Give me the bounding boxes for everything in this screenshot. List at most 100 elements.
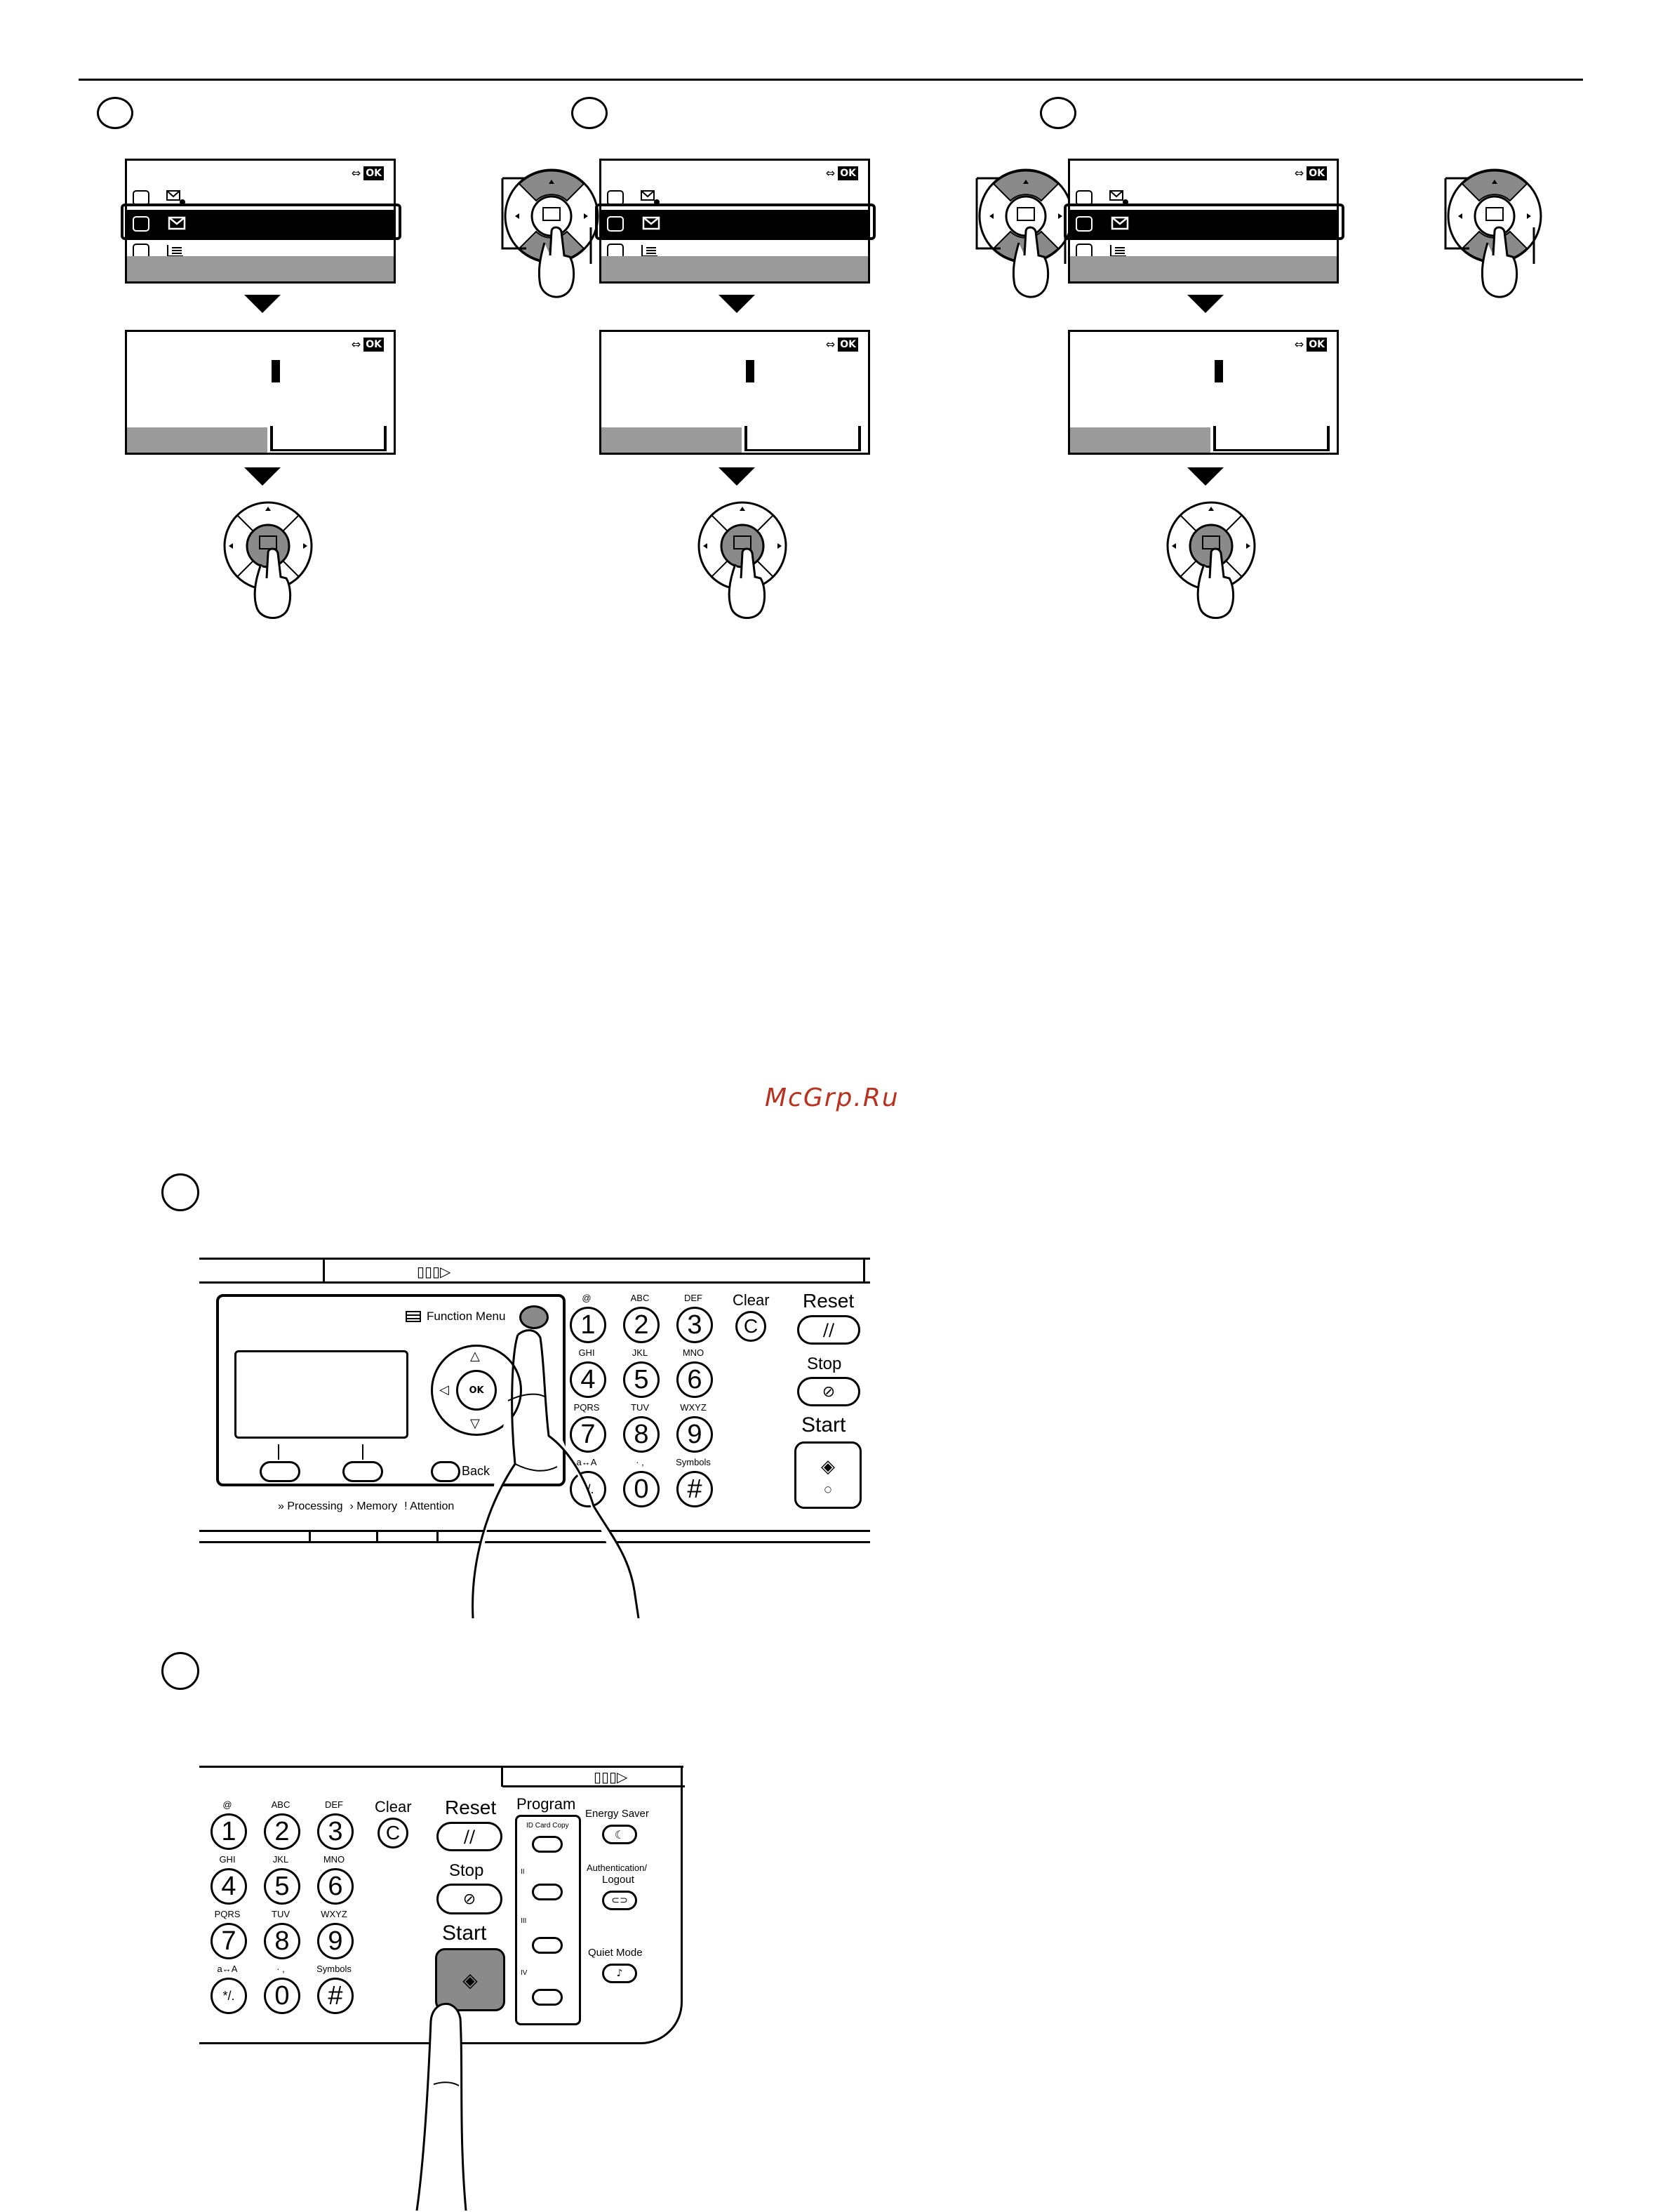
four-arrows-icon: ⇔: [825, 166, 836, 180]
digit-key[interactable]: 7: [211, 1923, 247, 1959]
panel-tilt-grip-icon: ▯▯▯▷: [594, 1768, 628, 1785]
key-letters-label: TUV: [631, 1402, 649, 1413]
left-select-key[interactable]: [260, 1461, 300, 1482]
four-arrows-icon: ⇔: [1294, 338, 1304, 351]
four-arrows-icon: ⇔: [351, 166, 361, 180]
quiet-mode-key[interactable]: ♪: [602, 1964, 637, 1983]
lcd-soft-key-bar: [601, 427, 742, 453]
function-menu-label: Function Menu: [427, 1310, 506, 1323]
cursor-keys-up-down[interactable]: [966, 159, 1085, 306]
procedure-column: ⇔ OK: [0, 0, 702, 619]
program-label: Program: [516, 1795, 576, 1813]
display-bezel: [216, 1294, 566, 1486]
down-arrow-icon[interactable]: ▽: [470, 1416, 480, 1431]
key-letters-label: MNO: [323, 1854, 345, 1865]
selection-highlight-frame: [1064, 204, 1344, 240]
list-item-selected[interactable]: [601, 210, 868, 238]
left-arrow-icon[interactable]: ◁: [439, 1382, 449, 1397]
panel-corner: [592, 1972, 683, 2044]
digit-key[interactable]: */.: [211, 1978, 247, 2014]
up-arrow-icon[interactable]: △: [470, 1349, 480, 1364]
program-key-2[interactable]: [532, 1884, 563, 1900]
selection-highlight-frame: [121, 204, 401, 240]
cursor-keys-up-down[interactable]: [491, 159, 610, 306]
digit-key[interactable]: 1: [211, 1813, 247, 1850]
clear-label: Clear: [375, 1798, 412, 1815]
list-item-selected[interactable]: [127, 210, 394, 238]
digit-key[interactable]: 6: [676, 1361, 713, 1398]
ok-key-press[interactable]: [211, 497, 337, 623]
lcd-entry-screen: ⇔ OK: [599, 330, 870, 455]
authentication-key[interactable]: ⊂⊃: [602, 1891, 637, 1910]
digit-key[interactable]: #: [317, 1978, 354, 2014]
stop-key[interactable]: ⊘: [436, 1884, 502, 1914]
clear-label: Clear: [733, 1291, 770, 1309]
memory-indicator: › Memory: [349, 1500, 398, 1512]
key-letters-label: WXYZ: [321, 1909, 347, 1919]
key-letters-label: GHI: [578, 1347, 595, 1358]
start-key[interactable]: ◈○: [794, 1441, 862, 1509]
digit-key[interactable]: 5: [623, 1361, 660, 1398]
digit-key[interactable]: 2: [264, 1813, 300, 1850]
lcd-soft-key-bar: [1070, 256, 1337, 281]
digit-key[interactable]: 4: [570, 1361, 606, 1398]
ok-key[interactable]: OK: [456, 1370, 497, 1411]
start-key[interactable]: ◈: [435, 1948, 505, 2011]
program-key-3[interactable]: [532, 1937, 563, 1954]
digit-key[interactable]: 3: [317, 1813, 354, 1850]
key-letters-label: DEF: [684, 1293, 702, 1303]
selection-highlight-frame: [595, 204, 876, 240]
authentication-label: Authentication/: [587, 1863, 648, 1873]
digit-key[interactable]: 9: [317, 1923, 354, 1959]
key-letters-label: ABC: [630, 1293, 650, 1303]
ok-key-press[interactable]: [685, 497, 811, 623]
ok-key-press[interactable]: [1154, 497, 1280, 623]
clear-key[interactable]: C: [378, 1818, 408, 1848]
lcd-entry-screen: ⇔ OK: [1068, 330, 1339, 455]
digit-key[interactable]: 0: [264, 1978, 300, 2014]
digit-key[interactable]: 9: [676, 1416, 713, 1453]
cursor-pad[interactable]: [431, 1345, 522, 1436]
program-key-4[interactable]: [532, 1989, 563, 2006]
checkbox[interactable]: [607, 216, 624, 232]
digit-key[interactable]: 0: [623, 1471, 660, 1507]
entry-field-bracket: [1213, 426, 1330, 451]
flow-arrow-down: [1187, 467, 1224, 486]
program-key-group: [515, 1815, 581, 2025]
digit-key[interactable]: 3: [676, 1307, 713, 1343]
reset-key[interactable]: //: [797, 1315, 860, 1345]
stop-key[interactable]: ⊘: [797, 1377, 860, 1406]
lcd-nav-hint: ⇔ OK: [352, 166, 384, 180]
right-select-key[interactable]: [342, 1461, 383, 1482]
digit-key[interactable]: 6: [317, 1868, 354, 1905]
digit-key[interactable]: 1: [570, 1307, 606, 1343]
lcd-display: [234, 1350, 408, 1439]
checkbox[interactable]: [133, 216, 149, 232]
digit-key[interactable]: 8: [623, 1416, 660, 1453]
list-item-selected[interactable]: [1070, 210, 1337, 238]
lcd-entry-screen: ⇔ OK: [125, 330, 396, 455]
program-key-1[interactable]: [532, 1836, 563, 1853]
digit-key[interactable]: 4: [211, 1868, 247, 1905]
program-slot-label: IV: [521, 1969, 528, 1977]
energy-saver-key[interactable]: ☾: [602, 1825, 637, 1844]
checkbox[interactable]: [1076, 216, 1093, 232]
entry-field-bracket: [744, 426, 861, 451]
back-key[interactable]: [431, 1461, 460, 1482]
digit-key[interactable]: 7: [570, 1416, 606, 1453]
reset-key[interactable]: //: [436, 1822, 502, 1851]
key-letters-label: JKL: [272, 1854, 289, 1865]
cursor-keys-up-down[interactable]: [1434, 159, 1554, 306]
four-arrows-icon: ⇔: [825, 338, 836, 351]
clear-key[interactable]: C: [735, 1311, 766, 1342]
watermark: McGrp.Ru: [765, 1084, 900, 1112]
key-letters-label: DEF: [325, 1799, 343, 1810]
digit-key[interactable]: #: [676, 1471, 713, 1507]
digit-key[interactable]: 2: [623, 1307, 660, 1343]
lcd-nav-hint: ⇔ OK: [826, 338, 858, 352]
digit-key[interactable]: 8: [264, 1923, 300, 1959]
stop-label: Stop: [807, 1354, 842, 1373]
digit-key[interactable]: 5: [264, 1868, 300, 1905]
function-menu-key[interactable]: [519, 1305, 549, 1329]
entry-field-bracket: [270, 426, 387, 451]
